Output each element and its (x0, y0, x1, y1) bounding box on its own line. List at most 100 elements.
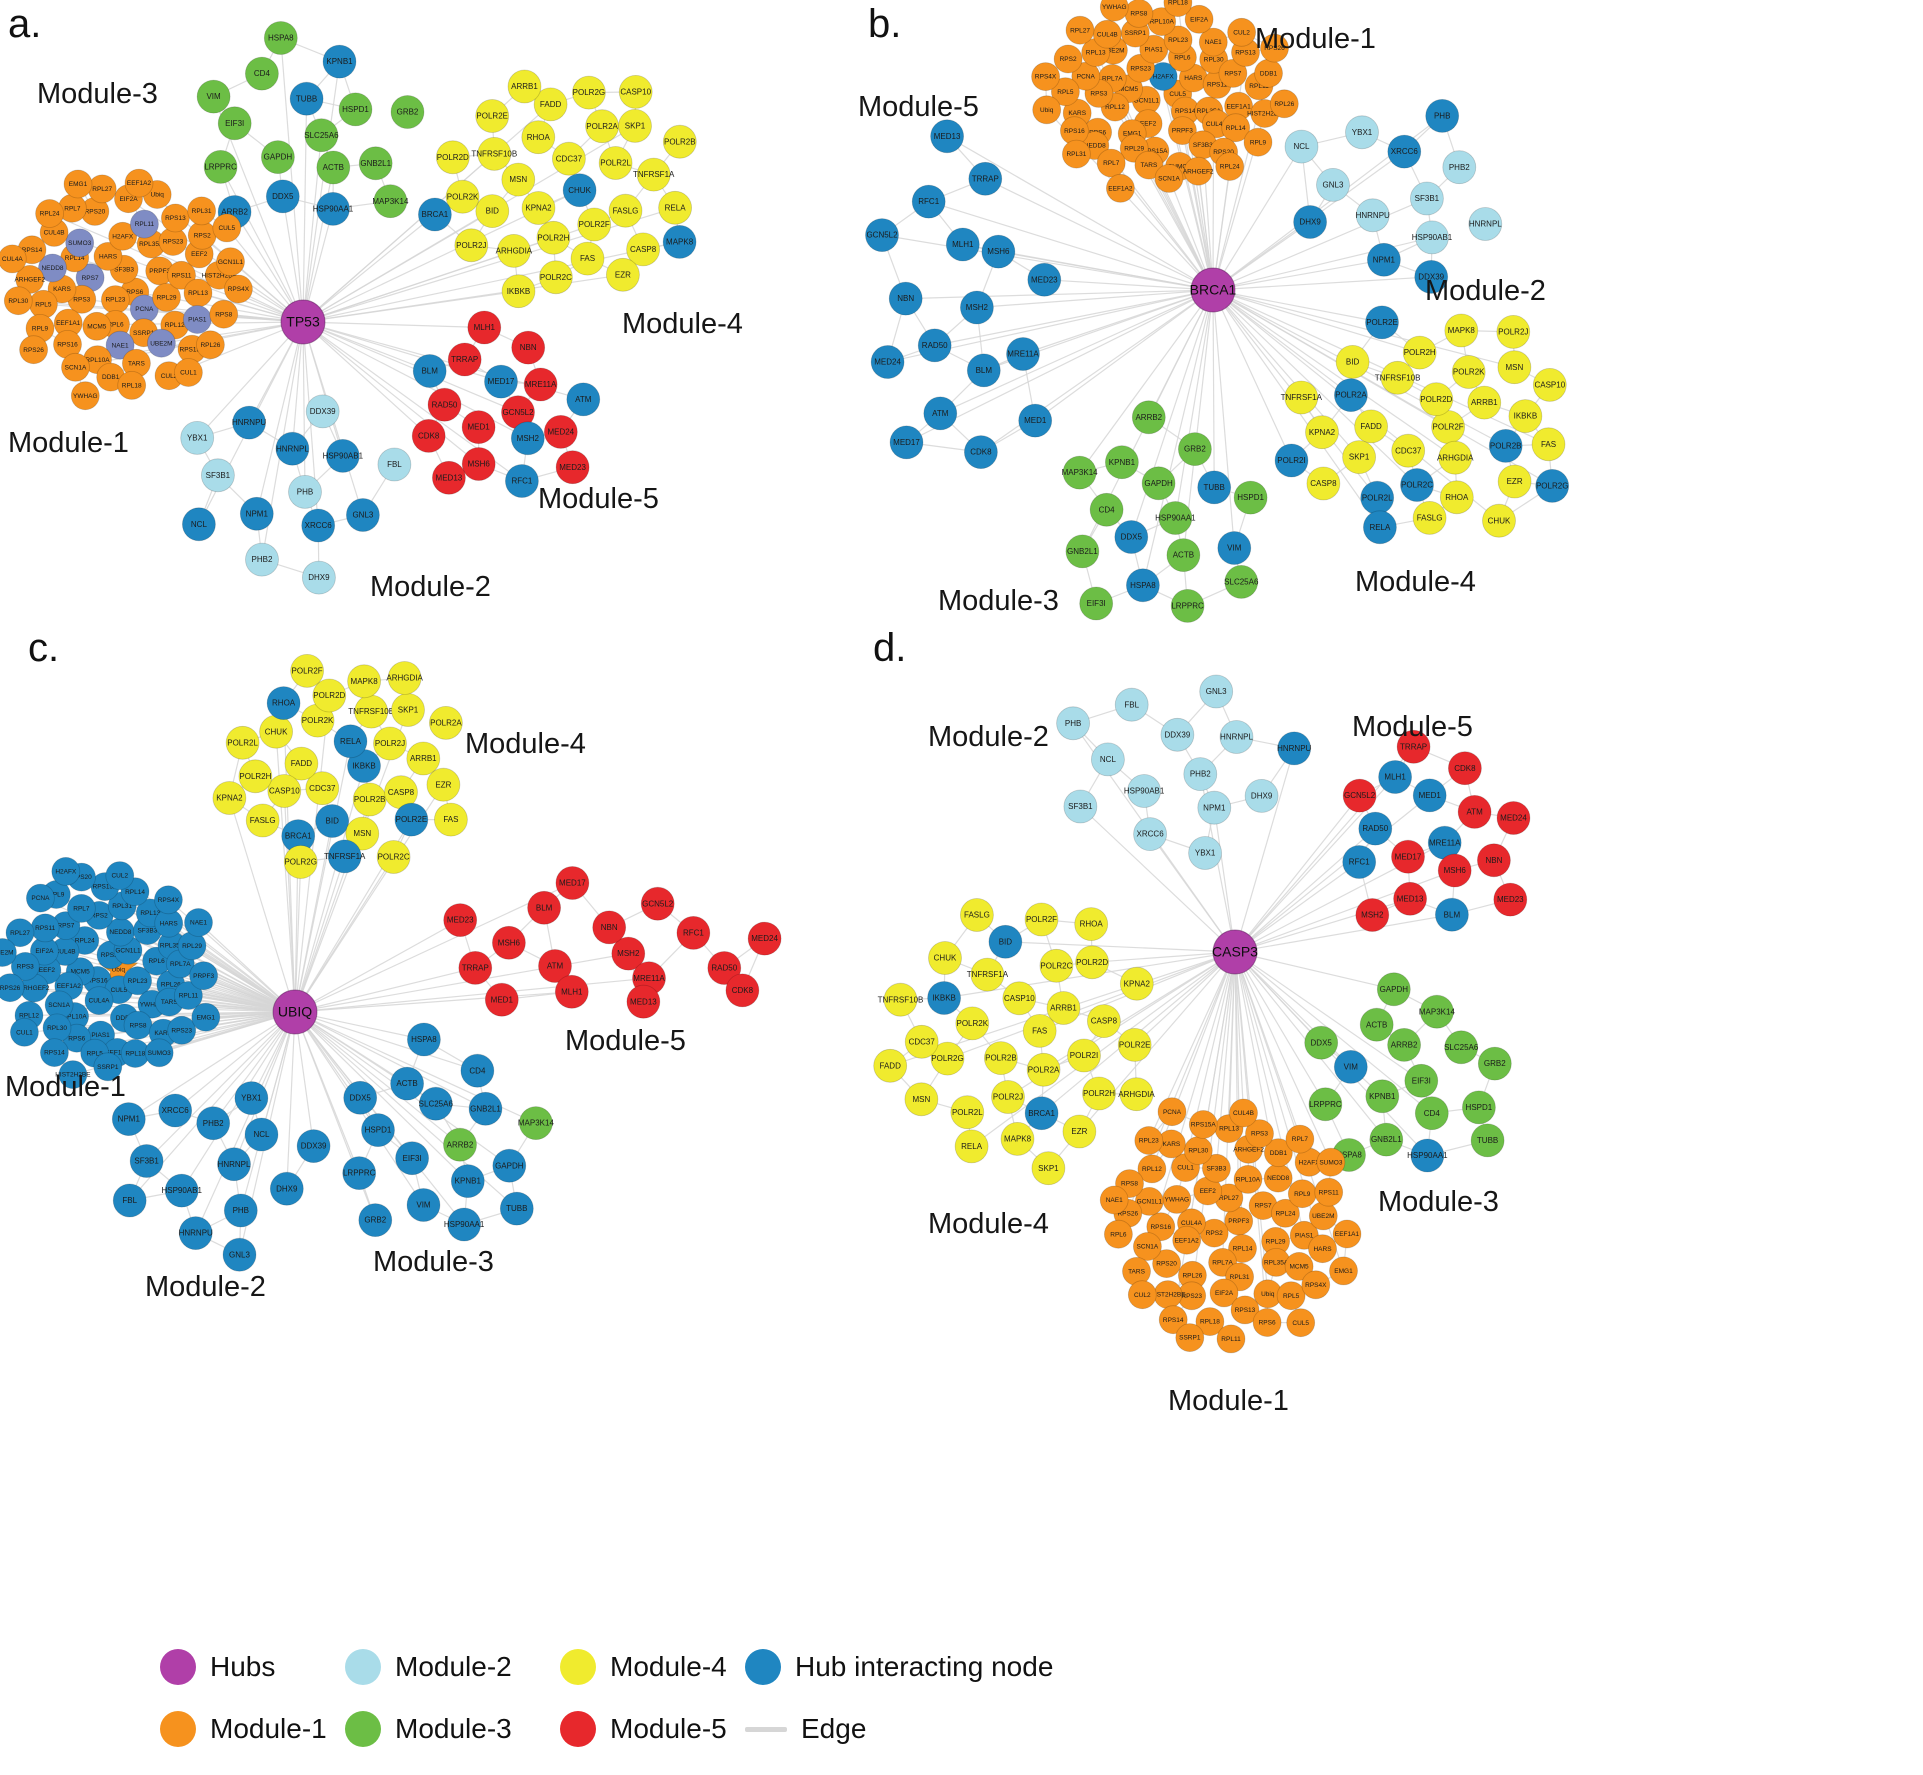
node (636, 157, 671, 192)
node-label: EZR (1507, 477, 1523, 486)
node-label: TNFRSF1A (633, 170, 675, 179)
node-label: SSRP1 (1179, 1335, 1201, 1342)
legend-label-module-5: Module-5 (610, 1713, 727, 1744)
node-label: HSP90AA1 (1155, 514, 1196, 523)
node (662, 224, 697, 259)
node-label: MED23 (447, 916, 474, 925)
edge (294, 1011, 478, 1072)
node-label: LRPPRC (343, 1169, 376, 1178)
node-label: FASLG (964, 911, 990, 920)
node-label: TNFRSF10B (471, 149, 517, 158)
edge (119, 875, 296, 1013)
edge (1212, 289, 1293, 461)
node (1496, 314, 1531, 349)
node-label: POLR2B (1490, 441, 1522, 450)
node (1363, 510, 1397, 545)
node-label: HIST2H2BE (55, 1072, 91, 1079)
node-label: H2AFX (55, 868, 77, 875)
node (1198, 27, 1228, 57)
node-label: DDX39 (1165, 730, 1191, 739)
node-label: POLR2G (1536, 481, 1568, 490)
node (1233, 480, 1268, 515)
node (431, 460, 466, 495)
node-label: MED1 (1419, 791, 1442, 800)
node-label: RPL23 (1139, 1138, 1159, 1145)
node (1022, 1014, 1057, 1048)
node-label: MED17 (1395, 852, 1422, 861)
node (543, 414, 578, 449)
node (1114, 520, 1149, 554)
node (1457, 795, 1492, 829)
node (173, 981, 203, 1010)
node-label: VIM (1344, 1062, 1359, 1071)
node-label: Ubiq (1261, 1291, 1275, 1298)
node (153, 885, 183, 915)
node-label: ARHGEF2 (19, 985, 50, 992)
node (225, 725, 260, 760)
node-label: RELA (1369, 523, 1391, 532)
node (216, 247, 245, 277)
node (212, 781, 247, 815)
node-label: HSPA8 (1130, 581, 1156, 590)
node (570, 241, 605, 276)
node (606, 257, 640, 292)
node-label: ACTB (323, 163, 344, 172)
node-label: CUL4B (1233, 1110, 1254, 1117)
node-label: UBE2M (150, 340, 172, 347)
node-label: POLR2I (1277, 456, 1305, 465)
node (1219, 720, 1254, 754)
node-label: MED17 (488, 377, 515, 386)
panel-a: SLC25A6GAPDHTUBBACTBEIF3IHSPD1DDX5CD4GNB… (0, 21, 743, 603)
node (144, 1038, 174, 1068)
node (187, 196, 217, 226)
edge (117, 1011, 296, 1053)
node (461, 410, 496, 445)
node (222, 1237, 257, 1272)
node-label: CUL4B (55, 948, 76, 955)
node-label: NAE1 (190, 920, 207, 927)
node (1535, 468, 1570, 503)
node-label: FBL (122, 1196, 137, 1205)
node-label: TRRAP (1400, 742, 1427, 751)
node-label: LRPPRC (1171, 601, 1204, 610)
edge (1234, 748, 1295, 953)
node-label: PHB (233, 1206, 249, 1215)
node-label: EEF1A2 (1175, 1237, 1200, 1244)
node-label: ARRB1 (511, 82, 538, 91)
node (964, 435, 998, 470)
node-label: GNB2L1 (360, 159, 391, 168)
edge (294, 861, 302, 1013)
node-label: RPL11 (1221, 1336, 1241, 1343)
node (347, 664, 382, 699)
node (1316, 167, 1350, 202)
node (966, 353, 1001, 388)
node (345, 816, 380, 851)
node (245, 542, 279, 577)
node-label: Ubiq (151, 192, 165, 199)
node (454, 228, 489, 263)
edge (302, 321, 519, 413)
node-label: HARS (160, 920, 179, 927)
node (510, 421, 545, 456)
node (223, 274, 253, 304)
node-label: EEF2 (1200, 1188, 1217, 1195)
node-label: POLR2H (537, 233, 569, 242)
node-label: POLR2H (239, 772, 271, 781)
node-label: POLR2B (354, 795, 386, 804)
node-label: RPS4X (1305, 1282, 1327, 1289)
node-label: KARS (154, 1030, 172, 1037)
node (492, 1148, 527, 1183)
node-label: NPM1 (1203, 803, 1226, 812)
node (577, 207, 612, 242)
node (552, 141, 586, 176)
node-label: ARHGEF2 (1183, 168, 1214, 175)
node (0, 938, 17, 967)
node (1497, 464, 1532, 499)
node (1217, 531, 1252, 565)
node (1227, 17, 1256, 47)
node-label: H2AFX (112, 233, 134, 240)
node-label: TNFRSF1A (324, 852, 366, 861)
node-label: CUL1 (180, 370, 197, 377)
node-label: ARHGDIA (1437, 453, 1474, 462)
node-label: CD4 (1099, 505, 1116, 514)
